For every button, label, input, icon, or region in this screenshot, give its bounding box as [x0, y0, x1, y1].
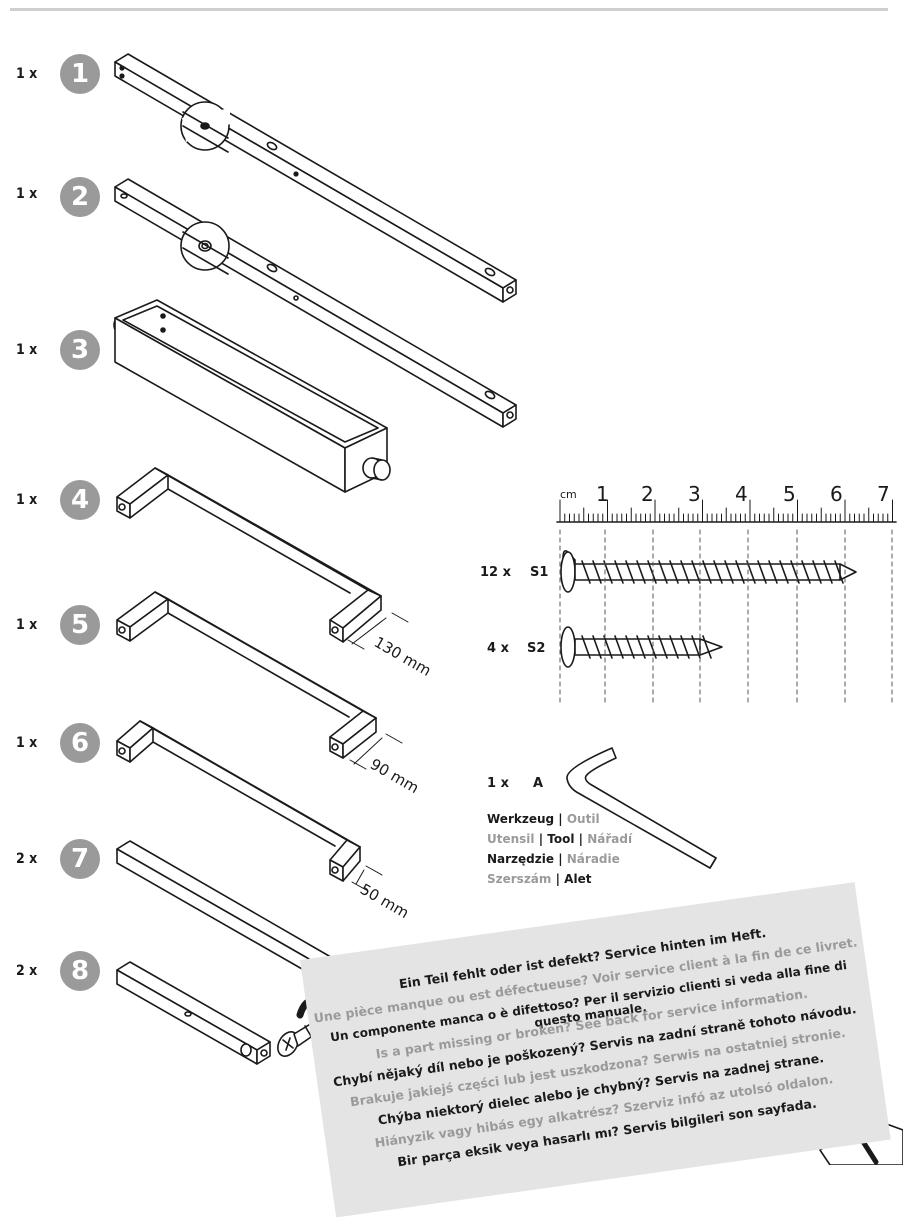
tool-word: Narzędzie	[487, 852, 555, 866]
part-6-u-frame	[116, 720, 383, 892]
tool-word: Utensil	[487, 832, 535, 846]
tool-sep: |	[534, 832, 548, 846]
part-5-badge: 5	[60, 605, 100, 645]
tool-name-row-4: Szerszám | Alet	[487, 872, 591, 886]
part-2-quantity: 1 x	[16, 186, 38, 202]
tool-word: Werkzeug	[487, 812, 555, 826]
screw-s2-code: S2	[527, 641, 546, 656]
ruler-number-6: 6	[830, 482, 843, 506]
screw-s2	[560, 626, 723, 668]
tool-sep: |	[574, 832, 588, 846]
parts-drawing	[113, 53, 903, 1165]
tool-name-row-3: Narzędzie | Náradie	[487, 852, 620, 866]
ruler-number-4: 4	[735, 482, 748, 506]
tool-word: Szerszám	[487, 872, 552, 886]
part-3-quantity: 1 x	[16, 342, 38, 358]
part-3-box-channel	[113, 299, 391, 493]
part-4-badge: 4	[60, 480, 100, 520]
tool-word: Outil	[566, 812, 600, 826]
ruler-number-1: 1	[596, 482, 609, 506]
part-8-badge: 8	[60, 951, 100, 991]
part-5-quantity: 1 x	[16, 617, 38, 633]
tool-name-row-2: Utensil | Tool | Nářadí	[487, 832, 632, 846]
part-7-badge: 7	[60, 839, 100, 879]
part-1-badge: 1	[60, 54, 100, 94]
hex-key-code: A	[533, 776, 544, 791]
tool-sep: |	[551, 872, 565, 886]
tool-name-row-1: Werkzeug | Outil	[487, 812, 600, 826]
tool-word: Alet	[564, 872, 592, 886]
part-8-quantity: 2 x	[16, 963, 38, 979]
tool-word: Tool	[547, 832, 575, 846]
part-3-badge: 3	[60, 330, 100, 370]
part-6-quantity: 1 x	[16, 735, 38, 751]
tool-sep: |	[554, 812, 567, 826]
part-6-badge: 6	[60, 723, 100, 763]
tool-sep: |	[554, 852, 567, 866]
screw-s1-quantity: 12 x	[480, 565, 512, 580]
ruler-number-7: 7	[877, 482, 890, 506]
hex-key-a	[566, 747, 717, 869]
part-2-long-bar	[114, 178, 517, 428]
ruler-number-3: 3	[688, 482, 701, 506]
measuring-ruler	[556, 499, 897, 523]
part-2-badge: 2	[60, 177, 100, 217]
part-4-u-frame	[116, 467, 409, 650]
tool-word: Nářadí	[587, 832, 633, 846]
part-8-connector-bar	[116, 961, 271, 1065]
ruler-guides	[559, 529, 893, 706]
ruler-unit: cm	[560, 488, 577, 501]
tool-word: Náradie	[566, 852, 620, 866]
part-4-quantity: 1 x	[16, 492, 38, 508]
screw-s1	[560, 550, 857, 593]
part-7-quantity: 2 x	[16, 851, 38, 867]
ruler-number-2: 2	[641, 482, 654, 506]
hex-key-quantity: 1 x	[487, 776, 509, 791]
part-1-quantity: 1 x	[16, 66, 38, 82]
ruler-number-5: 5	[783, 482, 796, 506]
screw-s1-code: S1	[530, 565, 549, 580]
part-1-long-bar	[114, 53, 517, 303]
top-rule	[10, 8, 888, 11]
screw-s2-quantity: 4 x	[487, 641, 509, 656]
part-5-u-frame	[116, 591, 403, 770]
